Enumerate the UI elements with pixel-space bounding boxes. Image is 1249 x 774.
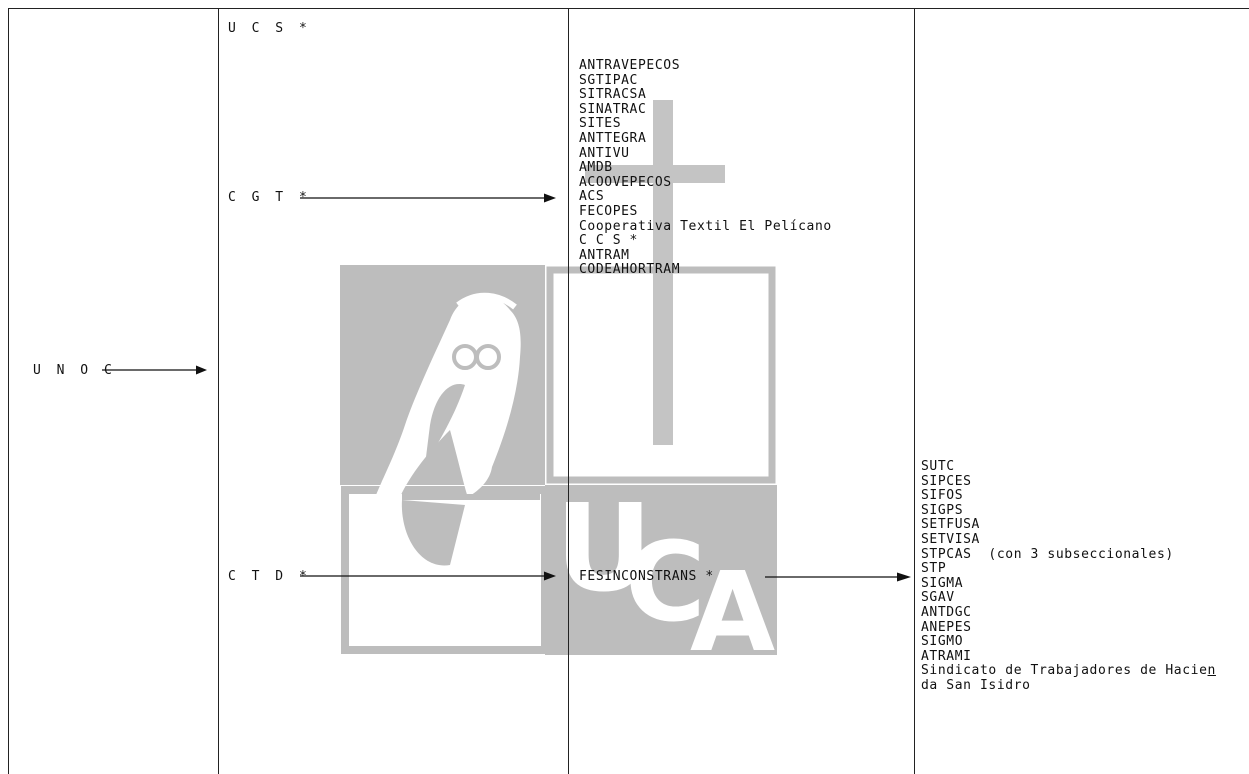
list-item: ACOOVEPECOS [579, 176, 832, 191]
list-item: C C S * [579, 234, 832, 249]
fesinconstrans-members-list: SUTC SIPCES SIFOS SIGPS SETFUSA SETVISA … [921, 460, 1216, 694]
list-item: ANTIVU [579, 147, 832, 162]
list-item: SIGMA [921, 577, 1216, 592]
column-divider-4 [914, 8, 915, 774]
cgt-members-list: ANTRAVEPECOS SGTIPAC SITRACSA SINATRAC S… [579, 59, 832, 278]
arrow-root-to-centrals [102, 364, 208, 376]
last-member-line2: da San Isidro [921, 679, 1216, 694]
ucs-label: U C S * [228, 21, 311, 36]
last-member-underlined-char: n [1208, 663, 1216, 678]
list-item: ANTDGC [921, 606, 1216, 621]
list-item: STP [921, 562, 1216, 577]
list-item: SIGMO [921, 635, 1216, 650]
list-item: SINATRAC [579, 103, 832, 118]
list-item: CODEAHORTRAM [579, 263, 832, 278]
last-member-line1: Sindicato de Trabajadores de Hacie [921, 663, 1208, 678]
list-item: FECOPES [579, 205, 832, 220]
cgt-label: C G T * [228, 190, 311, 205]
list-item: ACS [579, 190, 832, 205]
fesinconstrans-label: FESINCONSTRANS * [579, 569, 714, 584]
list-item: ATRAMI [921, 650, 1216, 665]
list-item: SGTIPAC [579, 74, 832, 89]
list-item: SIPCES [921, 475, 1216, 490]
svg-text:A: A [690, 548, 775, 655]
list-item: SETVISA [921, 533, 1216, 548]
arrow-cgt-to-members [300, 192, 558, 204]
top-border [8, 8, 1249, 9]
column-divider-1 [8, 8, 9, 774]
list-item: SITES [579, 117, 832, 132]
list-item: ANTRAVEPECOS [579, 59, 832, 74]
list-item: SGAV [921, 591, 1216, 606]
list-item: SITRACSA [579, 88, 832, 103]
list-item: ANTRAM [579, 249, 832, 264]
list-item: SIFOS [921, 489, 1216, 504]
list-item-last: Sindicato de Trabajadores de Hacien [921, 664, 1216, 679]
arrow-fesinconstrans-to-members [765, 571, 913, 583]
list-item: SETFUSA [921, 518, 1216, 533]
list-item: Cooperativa Textil El Pelícano [579, 220, 832, 235]
list-item: SIGPS [921, 504, 1216, 519]
list-item: STPCAS (con 3 subseccionales) [921, 548, 1216, 563]
list-item: AMDB [579, 161, 832, 176]
list-item: ANEPES [921, 621, 1216, 636]
list-item: ANTTEGRA [579, 132, 832, 147]
ctd-label: C T D * [228, 569, 311, 584]
arrow-ctd-to-fesinconstrans [300, 570, 558, 582]
list-item: SUTC [921, 460, 1216, 475]
column-divider-3 [568, 8, 569, 774]
column-divider-2 [218, 8, 219, 774]
